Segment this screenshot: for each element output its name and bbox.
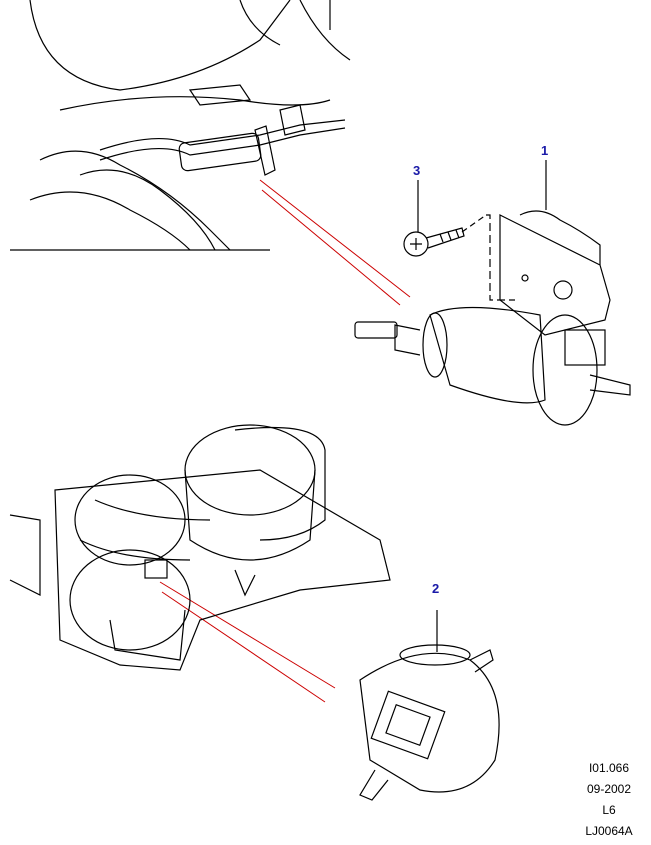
fuel-assembly-view — [9, 424, 391, 671]
vehicle-inset-view — [9, 0, 351, 251]
part-1-pump-with-bracket — [354, 210, 631, 426]
part-2-pump — [359, 610, 500, 801]
illustration-id: LJ0064A — [585, 824, 633, 838]
part-3-screw — [403, 214, 487, 257]
reference-model: L6 — [602, 803, 616, 817]
callout-2: 2 — [432, 581, 440, 596]
callout-3: 3 — [413, 163, 421, 178]
callout-1: 1 — [541, 143, 549, 158]
reference-code: I01.066 — [588, 761, 630, 775]
reference-date: 09-2002 — [586, 782, 632, 796]
red-leader-lines — [159, 179, 411, 703]
